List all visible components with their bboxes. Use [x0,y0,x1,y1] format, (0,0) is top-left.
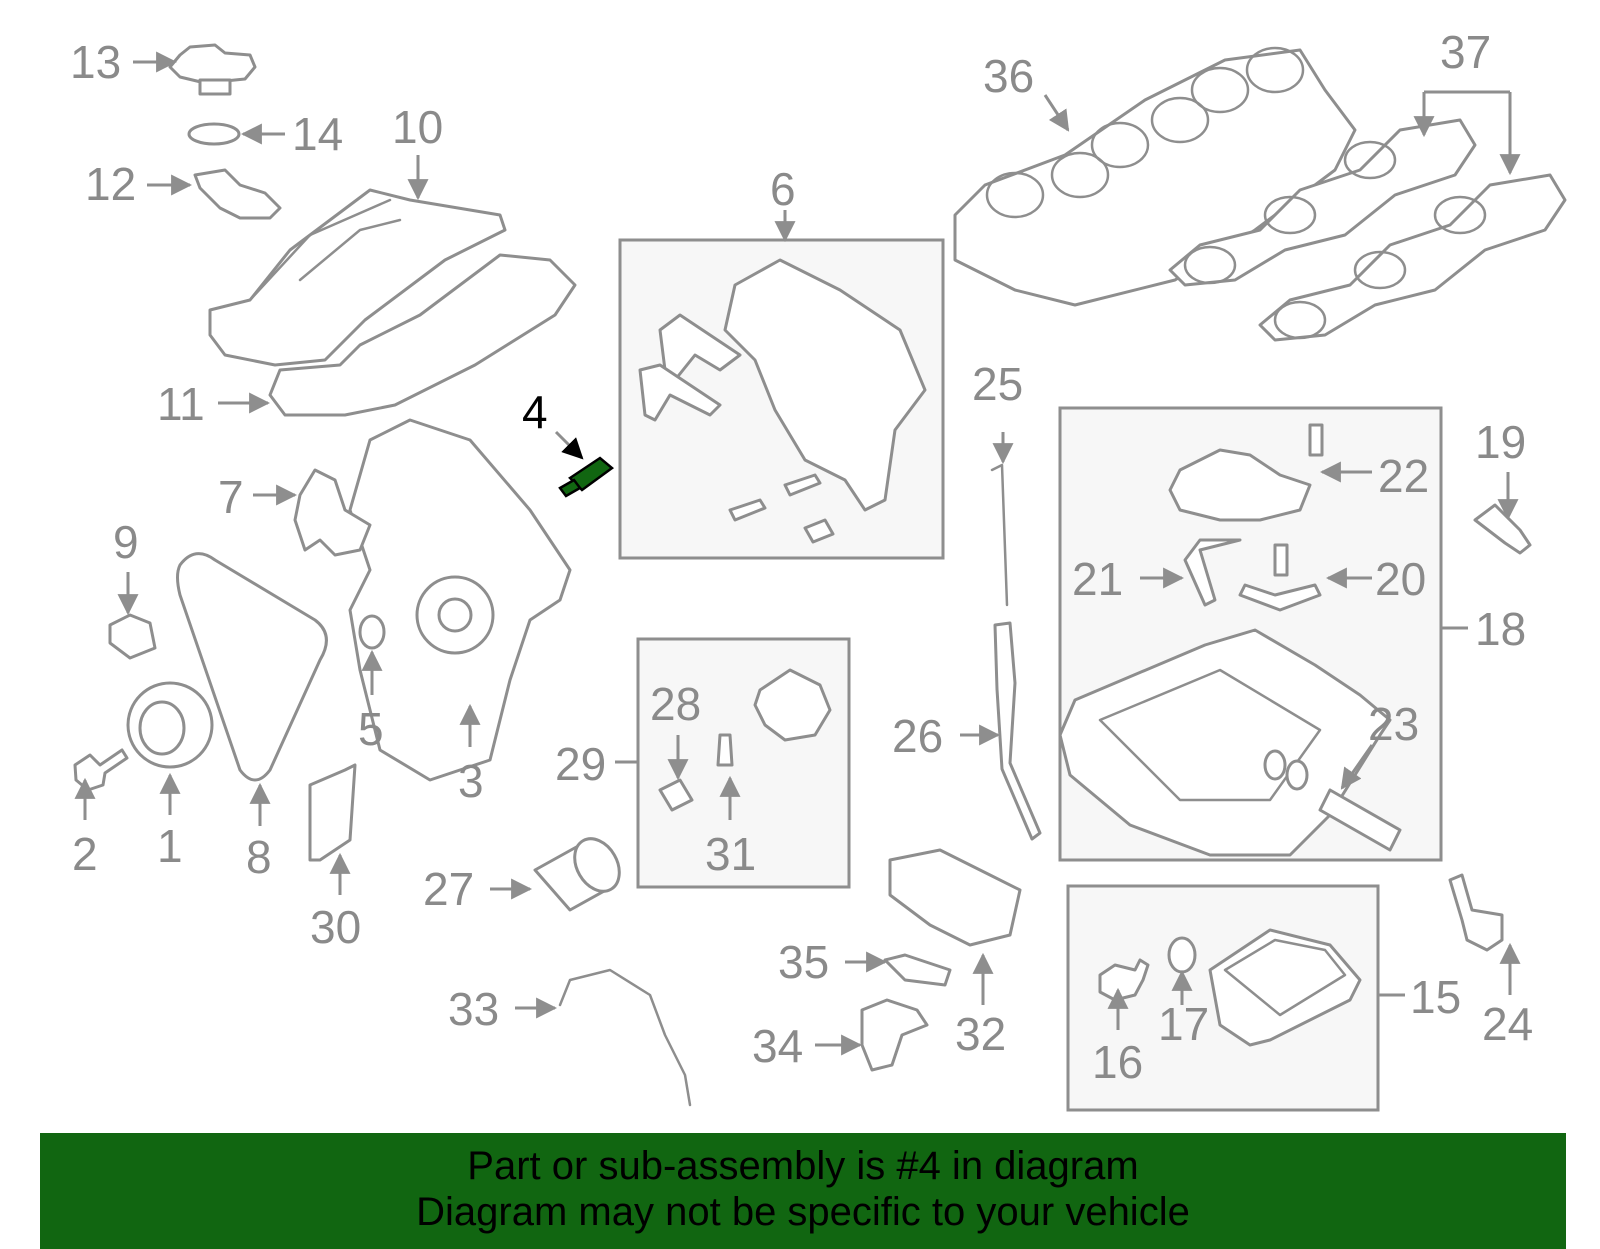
callout-37: 37 [1440,26,1491,78]
callout-28: 28 [650,678,701,730]
oil-pressure-switch-part-31 [716,733,734,767]
callout-13: 13 [70,36,121,88]
o-ring-part-23b [1285,759,1309,791]
callout-1: 1 [157,820,183,872]
pipe-part-21 [1183,538,1242,607]
leader-arrows [74,51,1521,1056]
bolt-part-22 [1308,423,1324,457]
bracket-part-20 [1238,583,1322,612]
callout-18: 18 [1475,603,1526,655]
callout-16: 16 [1092,1036,1143,1088]
callout-2: 2 [72,828,98,880]
callout-25: 25 [972,358,1023,410]
sensor-part-19 [1473,503,1532,555]
banner-line-disclaimer: Diagram may not be specific to your vehi… [416,1190,1190,1234]
intake-manifold-part [953,46,1357,307]
oil-filter-part [533,837,621,912]
gasket-12-part [193,168,282,220]
callout-30: 30 [310,901,361,953]
timing-cover-part [348,418,572,782]
callout-15: 15 [1410,971,1461,1023]
part-9 [108,613,157,660]
valve-cover-part [208,188,507,367]
callout-27: 27 [423,863,474,915]
callout-9: 9 [113,516,139,568]
callout-26: 26 [892,710,943,762]
callout-32: 32 [955,1008,1006,1060]
highlighted-sensor-part-4 [558,456,615,498]
callout-24: 24 [1482,998,1533,1050]
callout-22: 22 [1378,450,1429,502]
callout-35: 35 [778,936,829,988]
crank-pulley-part [126,681,214,769]
part-28 [658,778,694,812]
oil-filler-cap-part [168,43,257,96]
callout-20: 20 [1375,553,1426,605]
callout-10: 10 [392,101,443,153]
oil-pan-upper-part [1058,628,1392,857]
callout-11: 11 [157,378,205,430]
callout-34: 34 [752,1020,803,1072]
callout-5: 5 [358,703,384,755]
oil-pan-lower-part [1208,928,1362,1047]
drain-washer-part [1167,936,1197,974]
oil-pump-part [888,848,1022,947]
callout-8: 8 [246,831,272,883]
banner-line-part-number: Part or sub-assembly is #4 in diagram [467,1144,1139,1188]
bracket-part-24 [1448,873,1504,952]
bolt-part-20 [1273,543,1289,577]
valve-cover-gasket-part [268,253,577,417]
oil-tube-part [558,968,692,1107]
oil-strainer-part [860,998,929,1072]
callout-31: 31 [705,828,756,880]
callout-12: 12 [85,158,136,210]
baffle-part-22 [1168,448,1312,522]
dipstick-tube-part-26 [993,621,1042,841]
callout-6: 6 [770,163,796,215]
callout-4: 4 [522,386,548,438]
pump-body-part [753,668,832,742]
seal-ring-part [358,614,386,650]
callout-36: 36 [983,50,1034,102]
o-ring-part [187,122,241,146]
tensioner-part [293,468,372,557]
callout-3: 3 [458,755,484,807]
callout-23: 23 [1368,698,1419,750]
manifold-gasket-part [1168,118,1567,342]
pipe-part-23 [1318,788,1402,852]
callout-33: 33 [448,983,499,1035]
callout-14: 14 [292,108,343,160]
callout-17: 17 [1158,998,1209,1050]
bolt-part-2 [73,748,129,792]
dipstick-part-25 [990,463,1009,607]
info-banner: Part or sub-assembly is #4 in diagram Di… [40,1133,1566,1249]
callout-21: 21 [1072,553,1123,605]
gasket-35-part [883,953,952,987]
o-ring-part-23a [1263,749,1287,781]
bracket-part-30 [308,763,357,862]
front-cover-part [638,258,927,544]
callout-7: 7 [218,471,244,523]
callout-19: 19 [1475,416,1526,468]
timing-chain-part [176,552,328,782]
callout-29: 29 [555,738,606,790]
